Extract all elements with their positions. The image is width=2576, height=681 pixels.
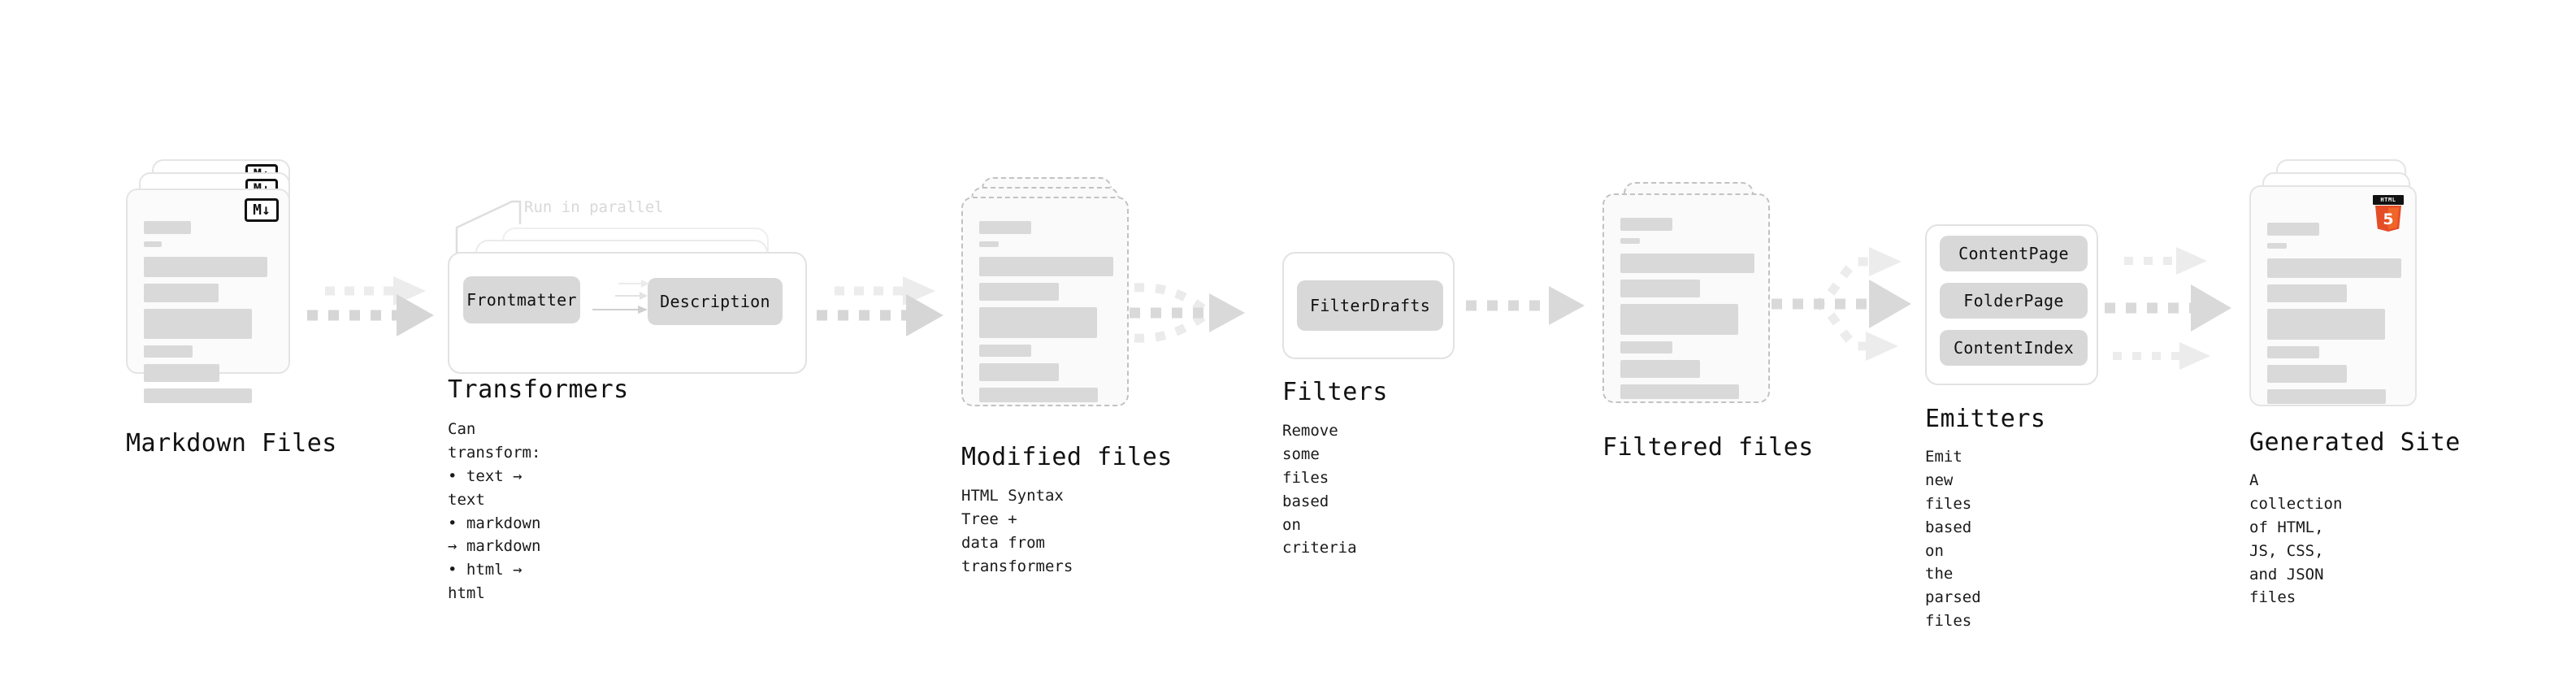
content-bar (2267, 309, 2385, 340)
emitter-chip-contentindex[interactable]: ContentIndex (1940, 330, 2088, 366)
content-bar (144, 241, 162, 247)
html5-shield-icon: 5 (2375, 206, 2401, 232)
filtered-card-content (1620, 218, 1754, 406)
arrow-filters-to-filtered (1466, 286, 1585, 325)
content-bar (1620, 218, 1672, 231)
content-bar (144, 284, 219, 302)
transformer-chip-frontmatter[interactable]: Frontmatter (463, 276, 580, 323)
emitter-chip-contentpage[interactable]: ContentPage (1940, 236, 2088, 271)
content-bar (979, 241, 999, 247)
stage-desc-emitters: Emit new files based on the parsed files (1925, 448, 1981, 631)
content-bar (2267, 346, 2319, 358)
arrow-markdown-to-transformers (307, 276, 434, 336)
content-bar (2267, 258, 2401, 278)
stage-title-filters: Filters (1282, 378, 1388, 406)
content-bar (2267, 389, 2386, 404)
content-bar (979, 307, 1097, 338)
content-bar (979, 345, 1031, 357)
stage-title-markdown-files: Markdown Files (126, 429, 337, 458)
stage-title-modified-files: Modified files (961, 443, 1173, 471)
content-bar (1620, 254, 1754, 273)
content-bar (144, 221, 191, 234)
generated-card-front: HTML 5 (2249, 185, 2417, 406)
markdown-badge-icon: M↓ (245, 198, 279, 222)
content-bar (2267, 223, 2319, 236)
run-in-parallel-label: Run in parallel (524, 198, 664, 216)
stage-desc-modified-files: HTML Syntax Tree + data from transformer… (961, 487, 1073, 575)
html5-badge-icon: HTML 5 (2370, 195, 2406, 232)
stage-desc-generated-site: A collection of HTML, JS, CSS, and JSON … (2249, 471, 2343, 607)
content-bar (979, 363, 1059, 381)
content-bar (979, 221, 1031, 234)
content-bar (2267, 243, 2287, 249)
filtered-card-front (1602, 193, 1770, 403)
content-bar (2267, 365, 2347, 383)
markdown-card-front: M↓ (126, 189, 290, 403)
emitter-chip-folderpage[interactable]: FolderPage (1940, 283, 2088, 319)
content-bar (144, 345, 193, 358)
content-bar (2267, 284, 2347, 302)
transformer-group-front: Frontmatter Description (448, 252, 807, 374)
stage-desc-filters: Remove some files based on criteria (1282, 422, 1357, 557)
transformer-inner-arrows (592, 280, 649, 314)
content-bar (1620, 341, 1672, 354)
content-bar (979, 283, 1059, 301)
content-bar (979, 257, 1113, 276)
content-bar (144, 257, 267, 277)
content-bar (144, 309, 252, 339)
arrow-filtered-to-emitters-fork (1772, 247, 1911, 361)
content-bar (1620, 238, 1640, 244)
generated-card-content (2267, 223, 2401, 411)
arrow-emitters-to-site (2105, 247, 2231, 370)
emitters-group-box: ContentPage FolderPage ContentIndex (1925, 224, 2098, 385)
stage-title-filtered-files: Filtered files (1602, 433, 1814, 462)
html5-digit: 5 (2383, 210, 2393, 228)
stage-desc-transformers: Can transform: • text → text • markdown … (448, 420, 541, 603)
content-bar (979, 388, 1098, 402)
content-bar (144, 364, 219, 382)
content-bar (1620, 384, 1739, 399)
content-bar (144, 388, 252, 403)
stage-title-transformers: Transformers (448, 375, 629, 404)
stage-title-generated-site: Generated Site (2249, 428, 2461, 457)
html5-badge-wordmark: HTML (2373, 195, 2404, 205)
arrow-transformers-to-modified (817, 276, 943, 336)
stage-title-emitters: Emitters (1925, 405, 2046, 433)
filters-group-box: FilterDrafts (1282, 252, 1455, 359)
modified-card-front (961, 197, 1129, 406)
content-bar (1620, 360, 1700, 378)
filter-chip-filterdrafts[interactable]: FilterDrafts (1297, 280, 1443, 331)
modified-card-content (979, 221, 1113, 410)
transformer-chip-description[interactable]: Description (648, 278, 783, 325)
parallel-callout-bracket (455, 200, 522, 257)
content-bar (1620, 280, 1700, 297)
markdown-card-content (144, 221, 274, 410)
content-bar (1620, 304, 1738, 335)
arrow-modified-to-filters (1130, 283, 1245, 343)
